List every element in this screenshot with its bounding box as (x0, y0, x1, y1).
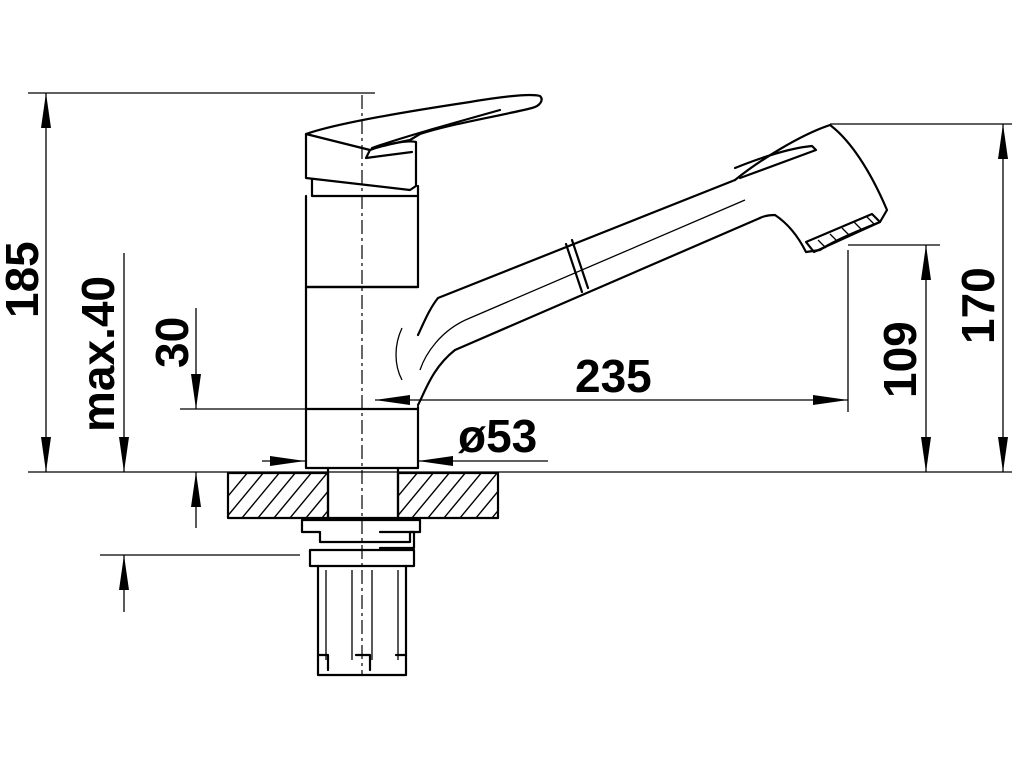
mounting-sleeve (308, 548, 416, 568)
arrow-170-bottom (998, 437, 1008, 472)
spray-head (733, 123, 889, 254)
mounting-shank (326, 466, 400, 520)
arrow-185-top (41, 93, 51, 128)
arrow-185-bottom (41, 437, 51, 472)
dim-label-170: 170 (952, 267, 1004, 344)
mounting-cage-feet (316, 653, 408, 672)
dim-label-max40: max.40 (72, 276, 124, 432)
dimension-lines (41, 93, 1008, 612)
hatch-left (228, 473, 328, 518)
mounting-nut (300, 518, 422, 544)
arrow-max40-top (119, 437, 129, 472)
arrow-53-right (418, 456, 453, 466)
spray-nozzle (804, 212, 882, 254)
lever-handle (304, 93, 543, 152)
spray-nozzle-ribs (817, 215, 875, 249)
dimension-labels: 185 max.40 30 235 ø53 109 170 (0, 241, 1004, 462)
lower-body (304, 285, 420, 470)
spout-upper-edge (416, 178, 737, 337)
dim-label-109: 109 (874, 321, 926, 398)
dim-label-30: 30 (146, 317, 198, 368)
arrow-235-left (375, 395, 410, 405)
spray-head-top (733, 144, 818, 180)
spout-curve-mark (395, 327, 403, 381)
arrow-109-bottom (921, 437, 931, 472)
lever-handle-inner (370, 108, 502, 150)
arrow-170-top (998, 124, 1008, 159)
dim-label-235: 235 (575, 350, 652, 402)
arrow-235-right (813, 395, 848, 405)
mounting-cage (316, 564, 408, 677)
countertop-left-block (226, 471, 330, 520)
arrow-109-top (921, 245, 931, 280)
extension-lines (28, 92, 1012, 556)
mounting-clip (378, 530, 416, 550)
arrow-53-left (270, 456, 305, 466)
arrow-30-top (191, 374, 201, 409)
dim-label-53: ø53 (458, 410, 537, 462)
arrow-30-bottom (191, 472, 201, 507)
spout-joint (564, 238, 590, 294)
countertop-right-block (396, 471, 500, 520)
handle-cap (304, 132, 418, 192)
spout-lower-edge (416, 216, 762, 407)
faucet (300, 93, 889, 677)
dim-label-185: 185 (0, 241, 48, 318)
mounting-cage-ribs (325, 570, 399, 660)
handle-collar (310, 178, 420, 198)
arrow-max40-bottom (119, 555, 129, 590)
spout-hose-line (419, 199, 746, 371)
